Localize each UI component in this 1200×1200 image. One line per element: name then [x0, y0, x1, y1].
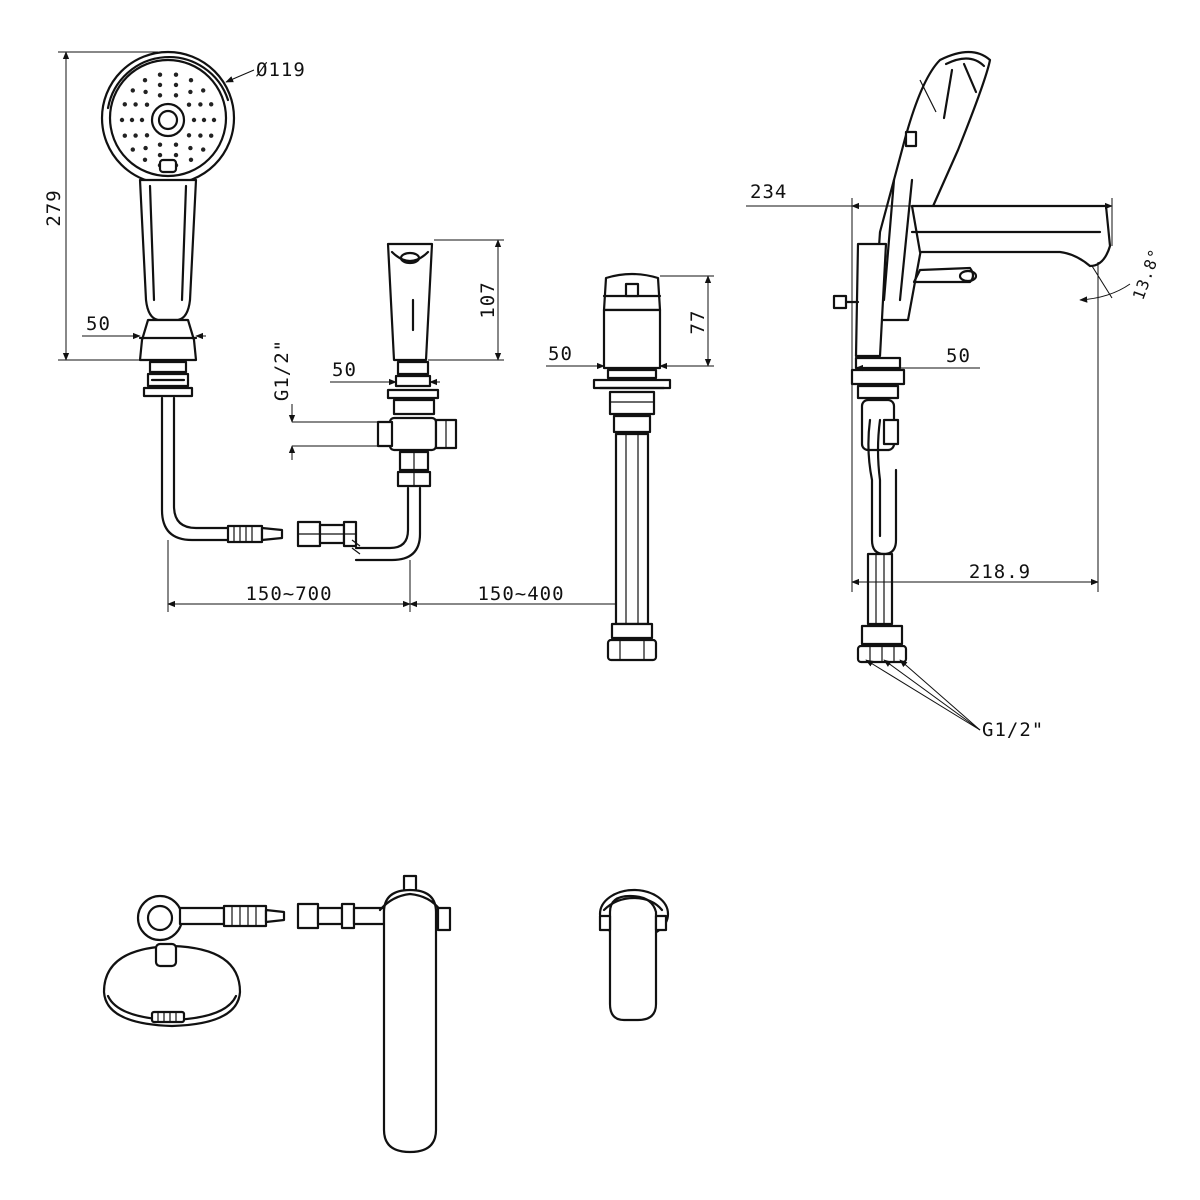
dim-valve-base: 50	[546, 343, 670, 370]
dim-279-label: 279	[43, 189, 65, 226]
spray-hole	[157, 152, 163, 158]
spray-hole	[188, 78, 194, 83]
dim-spout-base: 50	[855, 345, 980, 372]
spray-hole	[142, 78, 148, 83]
spray-hole	[201, 88, 206, 93]
dim-50c-label: 50	[548, 343, 573, 365]
dim-diverter-height: 107	[428, 239, 504, 361]
handshower-view	[100, 50, 358, 548]
spray-hole	[198, 133, 203, 138]
dim-diverter-thread: G1/2"	[271, 339, 380, 460]
spray-hole	[198, 102, 203, 107]
dim-77-label: 77	[687, 310, 709, 335]
spray-hole	[133, 102, 138, 107]
spray-hole	[191, 117, 197, 123]
valve-view	[592, 272, 672, 662]
spray-hole	[139, 117, 145, 123]
spray-hole	[209, 102, 214, 107]
spray-hole	[201, 147, 206, 152]
dim-234-label: 234	[750, 181, 787, 203]
dim-50d-label: 50	[946, 345, 971, 367]
spray-hole	[173, 93, 179, 98]
dim-218-9-label: 218.9	[969, 561, 1031, 583]
spray-holes	[119, 72, 217, 168]
spray-hole	[209, 133, 214, 138]
valve-top-view	[598, 888, 670, 1022]
spray-hole	[201, 117, 207, 123]
dim-handshower-diameter: Ø119	[225, 59, 306, 83]
spray-hole	[173, 152, 179, 158]
spray-hole	[143, 145, 148, 151]
handshower-top-view	[102, 894, 386, 1028]
spray-hole	[119, 117, 125, 123]
dim-diverter-base: 50	[330, 359, 440, 386]
spray-hole	[129, 117, 135, 123]
spray-hole	[186, 133, 192, 138]
spray-hole	[157, 93, 163, 98]
dim-150-700-label: 150~700	[245, 583, 332, 605]
dim-hose-span: 150~700	[167, 540, 411, 612]
diverter-view	[351, 242, 458, 562]
spray-hole	[130, 88, 135, 93]
dim-handshower-base: 50	[82, 313, 206, 340]
spout-view	[832, 50, 1112, 664]
spray-hole	[157, 142, 163, 147]
spout-top-view	[378, 874, 452, 1154]
spray-hole	[122, 133, 128, 138]
spray-hole	[173, 142, 179, 147]
dim-g12-left-label: G1/2"	[271, 339, 293, 401]
dim-107-label: 107	[477, 281, 499, 318]
dim-13-8-label: 13.8°	[1129, 246, 1165, 302]
dim-50b-label: 50	[332, 359, 357, 381]
dim-150-400-label: 150~400	[477, 583, 564, 605]
spray-hole	[188, 157, 194, 162]
dim-valve-height: 77	[660, 275, 714, 367]
spray-hole	[188, 145, 193, 151]
dim-g12-right-label: G1/2"	[982, 719, 1044, 741]
spray-hole	[173, 82, 179, 88]
dim-119-label: Ø119	[256, 59, 306, 81]
dim-50a-label: 50	[86, 313, 111, 335]
spray-hole	[157, 72, 163, 77]
dim-spout-thread: G1/2"	[865, 659, 1044, 741]
spray-hole	[157, 82, 163, 88]
dim-spout-reach: 218.9	[851, 306, 1099, 592]
spray-hole	[144, 133, 150, 138]
spray-hole	[211, 117, 217, 123]
spray-hole	[186, 102, 192, 107]
spray-hole	[122, 102, 128, 107]
dim-spout-length: 234	[746, 181, 1113, 592]
spray-hole	[188, 89, 193, 95]
spray-hole	[133, 133, 138, 138]
spray-hole	[142, 157, 148, 162]
spray-hole	[130, 147, 135, 152]
spray-hole	[143, 89, 148, 95]
spray-hole	[173, 72, 179, 77]
dim-handshower-height: 279	[43, 51, 158, 361]
spray-hole	[144, 102, 150, 107]
